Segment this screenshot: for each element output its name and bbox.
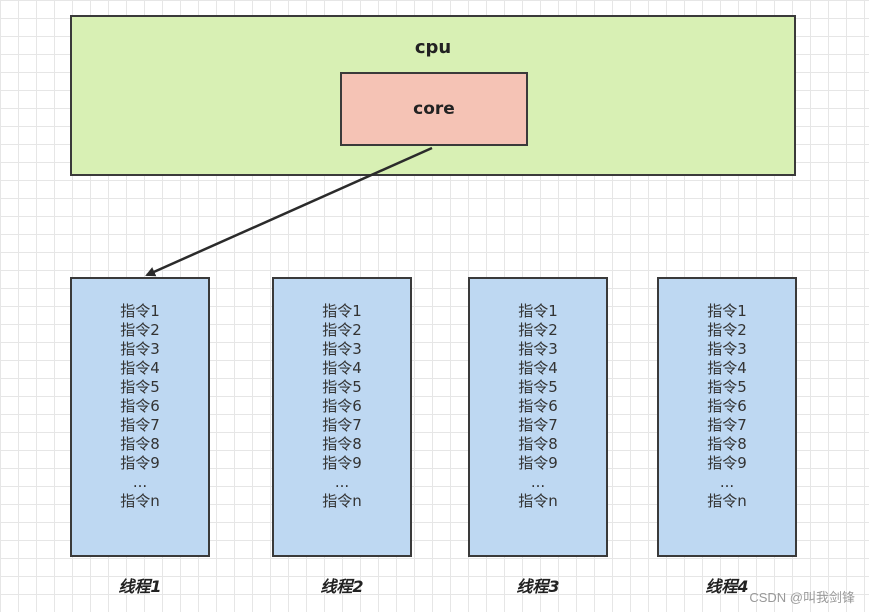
instruction-list-2: 指令1 指令2 指令3 指令4 指令5 指令6 指令7 指令8 指令9 ... …	[274, 302, 410, 511]
instruction: 指令8	[518, 435, 558, 453]
instruction: 指令6	[120, 397, 160, 415]
core-label: core	[413, 99, 455, 119]
instruction: 指令8	[120, 435, 160, 453]
thread-box-4: 指令1 指令2 指令3 指令4 指令5 指令6 指令7 指令8 指令9 ... …	[657, 277, 797, 557]
instruction: 指令4	[707, 359, 747, 377]
instruction: 指令9	[120, 454, 160, 472]
instruction: 指令5	[322, 378, 362, 396]
instruction-list-3: 指令1 指令2 指令3 指令4 指令5 指令6 指令7 指令8 指令9 ... …	[470, 302, 606, 511]
instruction: 指令n	[707, 492, 747, 510]
instruction: 指令1	[120, 302, 160, 320]
instruction: 指令1	[518, 302, 558, 320]
instruction: 指令9	[518, 454, 558, 472]
instruction: 指令9	[322, 454, 362, 472]
instruction: 指令2	[322, 321, 362, 339]
instruction: 指令8	[322, 435, 362, 453]
instruction: 指令1	[322, 302, 362, 320]
thread-label-3: 线程3	[516, 577, 560, 596]
instruction: 指令4	[120, 359, 160, 377]
instruction: 指令7	[120, 416, 160, 434]
instruction: 指令4	[518, 359, 558, 377]
instruction: 指令2	[120, 321, 160, 339]
instruction: 指令6	[322, 397, 362, 415]
instruction: 指令6	[518, 397, 558, 415]
instruction: 指令7	[707, 416, 747, 434]
instruction: 指令7	[518, 416, 558, 434]
core-box: core	[340, 72, 528, 146]
instruction-ellipsis: ...	[719, 473, 735, 491]
instruction-ellipsis: ...	[334, 473, 350, 491]
instruction: 指令5	[518, 378, 558, 396]
instruction: 指令5	[707, 378, 747, 396]
instruction: 指令3	[322, 340, 362, 358]
thread-box-3: 指令1 指令2 指令3 指令4 指令5 指令6 指令7 指令8 指令9 ... …	[468, 277, 608, 557]
instruction: 指令3	[120, 340, 160, 358]
thread-box-2: 指令1 指令2 指令3 指令4 指令5 指令6 指令7 指令8 指令9 ... …	[272, 277, 412, 557]
thread-box-1: 指令1 指令2 指令3 指令4 指令5 指令6 指令7 指令8 指令9 ... …	[70, 277, 210, 557]
instruction: 指令n	[518, 492, 558, 510]
instruction: 指令2	[518, 321, 558, 339]
watermark: CSDN @叫我剑锋	[749, 590, 855, 605]
instruction: 指令2	[707, 321, 747, 339]
instruction: 指令n	[120, 492, 160, 510]
instruction-list-1: 指令1 指令2 指令3 指令4 指令5 指令6 指令7 指令8 指令9 ... …	[72, 302, 208, 511]
instruction: 指令5	[120, 378, 160, 396]
cpu-label: cpu	[414, 37, 452, 58]
instruction: 指令3	[707, 340, 747, 358]
instruction: 指令n	[322, 492, 362, 510]
instruction: 指令7	[322, 416, 362, 434]
instruction: 指令4	[322, 359, 362, 377]
thread-label-2: 线程2	[320, 577, 364, 596]
instruction-ellipsis: ...	[132, 473, 148, 491]
thread-label-1: 线程1	[118, 577, 162, 596]
instruction: 指令8	[707, 435, 747, 453]
instruction: 指令9	[707, 454, 747, 472]
thread-label-4: 线程4	[705, 577, 749, 596]
instruction: 指令6	[707, 397, 747, 415]
instruction: 指令3	[518, 340, 558, 358]
instruction: 指令1	[707, 302, 747, 320]
instruction-ellipsis: ...	[530, 473, 546, 491]
instruction-list-4: 指令1 指令2 指令3 指令4 指令5 指令6 指令7 指令8 指令9 ... …	[659, 302, 795, 511]
